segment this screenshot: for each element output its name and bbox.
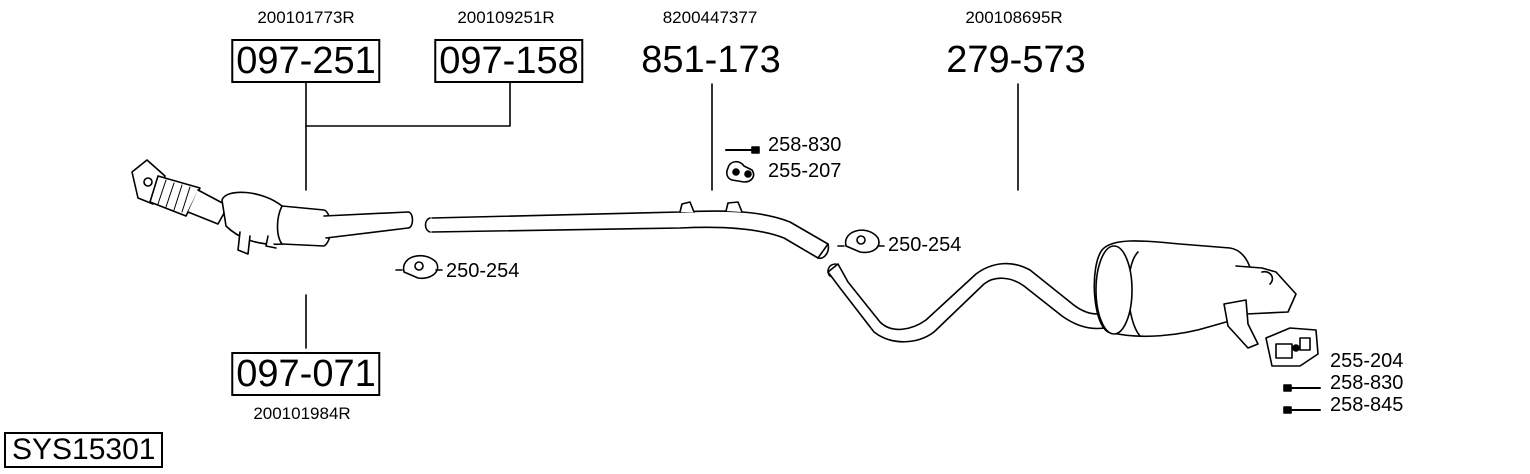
- small-part-label-bolt-mid: 258-830: [768, 134, 842, 156]
- oem-label-front: 200101984R: [253, 404, 351, 423]
- small-part-label-clamp-1: 250-254: [446, 260, 520, 282]
- leader-line-kit: [305, 82, 511, 127]
- hanger-bracket-1: [679, 201, 695, 213]
- small-part-label-clamp-2: 250-254: [888, 234, 962, 256]
- bolt-rear-1-icon: [1283, 384, 1321, 392]
- small-part-label-bolt-rear-2: 258-845: [1330, 394, 1404, 416]
- part-number-kit: 097-158: [434, 39, 584, 83]
- clamp-2: [837, 229, 885, 254]
- oem-label-middle: 8200447377: [662, 8, 758, 27]
- small-part-label-rubber-rear: 255-204: [1330, 350, 1404, 372]
- rear-bracket: [1223, 299, 1259, 349]
- part-number-front: 097-071: [231, 352, 381, 396]
- rear-pipe: [827, 262, 1107, 343]
- part-number-rear: 279-573: [946, 39, 1086, 81]
- oem-label-kit: 200109251R: [457, 8, 555, 27]
- small-part-label-bolt-rear-1: 258-830: [1330, 372, 1404, 394]
- flex-pipe: [149, 175, 201, 217]
- hanger-bracket-2: [725, 201, 743, 213]
- oem-label-cat: 200101773R: [257, 8, 355, 27]
- front-outlet-pipe: [323, 211, 414, 239]
- part-number-middle: 851-173: [641, 39, 781, 81]
- rubber-mount-mid-icon: [726, 160, 755, 183]
- clamp-1: [395, 254, 443, 280]
- rubber-mount-rear-icon: [1265, 327, 1319, 367]
- bolt-mid-icon: [725, 146, 760, 154]
- oem-label-rear: 200108695R: [965, 8, 1063, 27]
- rear-silencer-assembly: [827, 240, 1297, 349]
- catalyst-assembly: [131, 159, 414, 255]
- part-number-cat: 097-251: [231, 39, 381, 83]
- middle-pipe: [424, 201, 830, 260]
- bolt-rear-2-icon: [1283, 406, 1321, 414]
- tailpipe: [1235, 265, 1297, 315]
- system-id-box: SYS15301: [4, 432, 164, 468]
- catalyst-body: [221, 191, 332, 247]
- small-part-label-rubber-mid: 255-207: [768, 160, 842, 182]
